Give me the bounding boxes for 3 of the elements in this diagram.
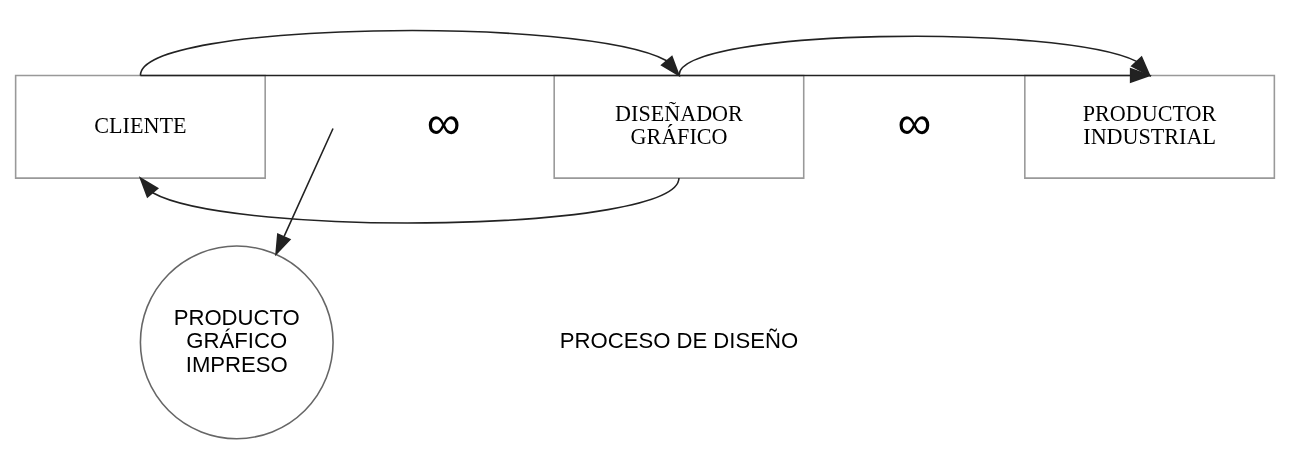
label: ∞ — [426, 95, 461, 149]
label: PROCESO DE DISEÑO — [559, 327, 799, 353]
label: ∞ — [897, 95, 932, 149]
